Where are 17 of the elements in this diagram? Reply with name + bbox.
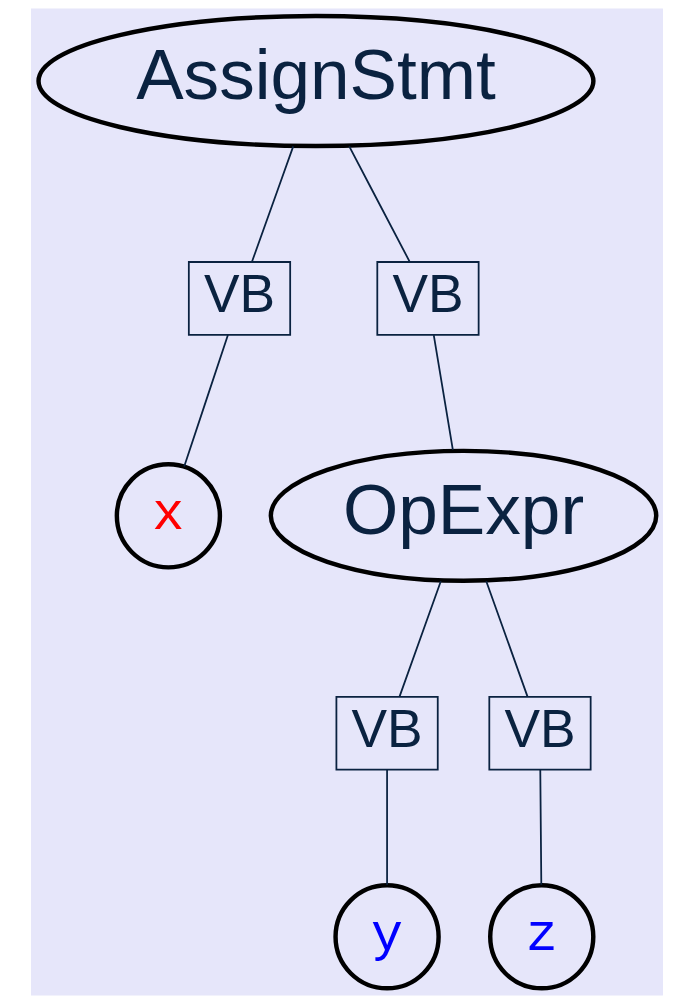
- node-circle: x: [114, 462, 222, 570]
- node-box: VB: [187, 261, 291, 336]
- connector: [432, 334, 454, 451]
- node-ellipse: AssignStmt: [35, 13, 596, 149]
- connector: [385, 768, 388, 886]
- connector: [484, 580, 528, 698]
- node-box: VB: [375, 261, 480, 336]
- node-circle: z: [487, 883, 595, 991]
- connector: [398, 580, 442, 698]
- connector: [182, 334, 229, 468]
- connector: [347, 145, 410, 263]
- node-ellipse: OpExpr: [268, 448, 658, 583]
- connector: [250, 145, 294, 263]
- node-circle: y: [332, 883, 441, 991]
- node-box: VB: [487, 695, 592, 771]
- connector: [538, 768, 542, 886]
- node-box: VB: [335, 695, 439, 771]
